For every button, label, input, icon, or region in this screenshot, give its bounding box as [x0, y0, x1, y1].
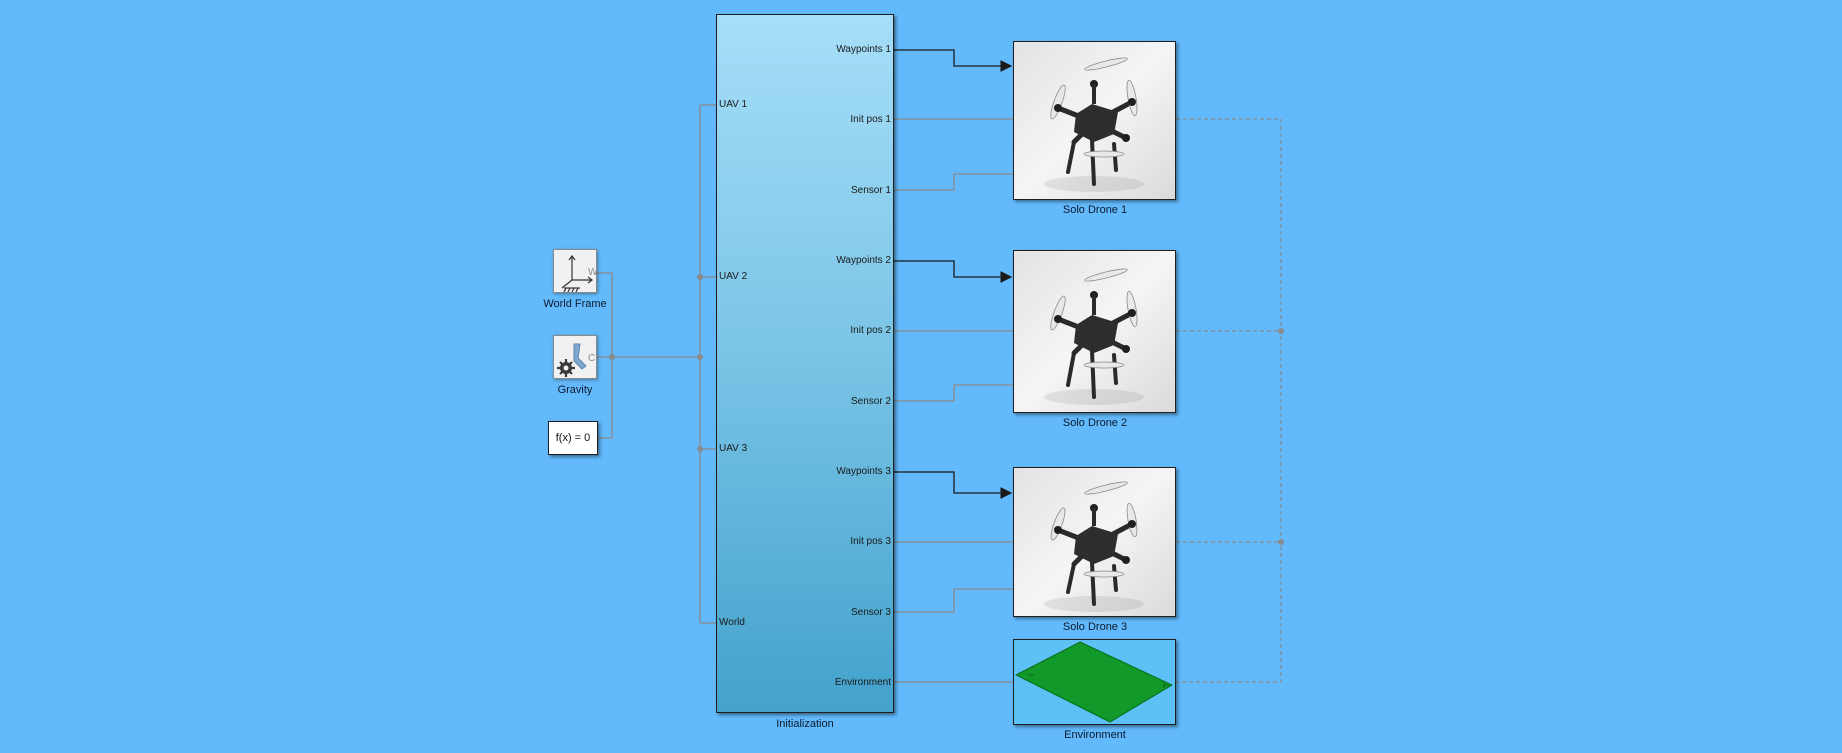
- branch-points-right: [1278, 328, 1284, 545]
- solo-drone-1-block[interactable]: [1013, 41, 1176, 200]
- gravity-block[interactable]: C: [553, 335, 597, 379]
- output-port-waypoints-3: Waypoints 3: [836, 466, 891, 477]
- input-port-uav-3: UAV 3: [719, 443, 748, 454]
- solver-configuration-block[interactable]: f(x) = 0: [548, 421, 598, 455]
- output-port-init-pos-2: Init pos 2: [850, 325, 891, 336]
- input-port-uav-1: UAV 1: [719, 99, 748, 110]
- world-frame-block[interactable]: W: [553, 249, 598, 293]
- output-port-sensor-1: Sensor 1: [850, 185, 891, 196]
- solo-drone-2-name: Solo Drone 2: [1062, 417, 1128, 429]
- output-port-sensor-3: Sensor 3: [850, 607, 891, 618]
- input-port-uav-2: UAV 2: [719, 271, 748, 282]
- gravity-name: Gravity: [557, 384, 593, 396]
- quadcopter-icon: [1044, 57, 1144, 192]
- input-port-world: World: [719, 617, 745, 628]
- output-port-environment: Environment: [834, 677, 891, 688]
- output-port-init-pos-1: Init pos 1: [850, 114, 891, 125]
- world-frame-axes-icon: W: [561, 255, 598, 293]
- quadcopter-icon: [1044, 268, 1144, 405]
- output-port-init-pos-3: Init pos 3: [850, 536, 891, 547]
- waypoint-signal-lines[interactable]: [894, 49, 1013, 499]
- output-port-waypoints-2: Waypoints 2: [836, 255, 891, 266]
- branch-points-left: [609, 274, 703, 452]
- solo-drone-2-block[interactable]: [1013, 250, 1176, 413]
- environment-name: Environment: [1064, 729, 1126, 741]
- solo-drone-3-block[interactable]: [1013, 467, 1176, 617]
- world-frame-name: World Frame: [543, 298, 607, 310]
- output-port-waypoints-1: Waypoints 1: [836, 44, 891, 55]
- solver-label: f(x) = 0: [555, 432, 591, 444]
- left-connection-tree[interactable]: [596, 104, 716, 624]
- initialization-name: Initialization: [776, 718, 834, 730]
- quadcopter-icon: [1044, 481, 1144, 612]
- solo-drone-1-name: Solo Drone 1: [1062, 204, 1128, 216]
- gravity-gear-icon: C: [557, 343, 595, 377]
- ground-plane-icon: [1014, 641, 1174, 723]
- drone-physical-lines[interactable]: [894, 118, 1013, 683]
- world-frame-port-label: W: [588, 267, 598, 278]
- output-port-sensor-2: Sensor 2: [850, 396, 891, 407]
- gravity-port-label: C: [588, 353, 595, 364]
- solo-drone-3-name: Solo Drone 3: [1062, 621, 1128, 633]
- environment-block[interactable]: [1013, 639, 1176, 725]
- initialization-subsystem[interactable]: [716, 14, 894, 713]
- right-dashed-connection[interactable]: [1176, 118, 1282, 683]
